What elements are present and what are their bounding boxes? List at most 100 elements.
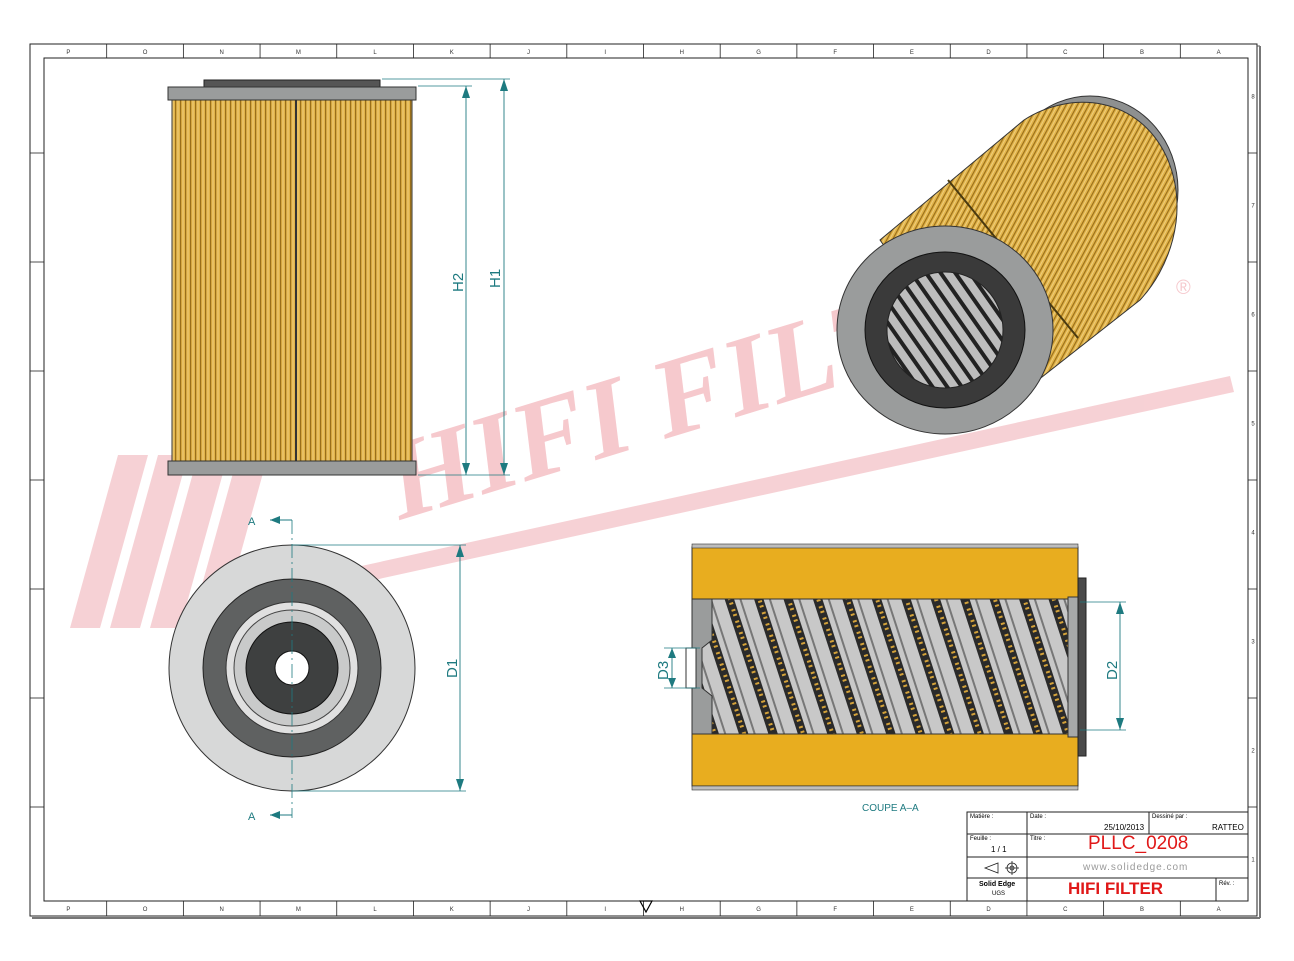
- watermark-registered-mark: ®: [1176, 277, 1191, 299]
- dimension-h1: H1: [487, 269, 504, 288]
- section-arrow-top: [270, 516, 280, 524]
- top-zone-letter: P: [66, 50, 70, 56]
- section-left-cap: [691, 598, 713, 735]
- section-bottom-band: [691, 733, 1079, 787]
- section-mesh-core: [699, 598, 1071, 735]
- top-zone-letter: A: [1217, 50, 1221, 56]
- date-value: 25/10/2013: [1104, 823, 1145, 832]
- revision-label: Rév. :: [1219, 881, 1235, 887]
- section-caption: COUPE A–A: [862, 803, 919, 814]
- sheet-label: Feuille :: [970, 836, 992, 842]
- top-zone-letter: F: [833, 50, 837, 56]
- dimension-d2: D2: [1104, 661, 1121, 680]
- h1-arrow-top: [500, 79, 508, 91]
- top-zone-letter: B: [1140, 50, 1144, 56]
- bottom-zone-letter: O: [143, 907, 148, 913]
- top-zone-letter: K: [450, 50, 454, 56]
- bottom-zone-letter: F: [833, 907, 837, 913]
- top-zone-letter: L: [373, 50, 377, 56]
- section-right-gasket: [1077, 577, 1087, 757]
- bottom-zone-letter: E: [910, 907, 914, 913]
- bottom-zone-letter: P: [66, 907, 70, 913]
- right-zone-number: 8: [1251, 95, 1255, 101]
- right-zone-number: 7: [1251, 204, 1255, 210]
- section-view: D2 D3 COUPE A–A: [655, 543, 1126, 814]
- drawn-by-label: Dessiné par :: [1152, 814, 1188, 820]
- section-marker-bottom: A: [248, 811, 256, 823]
- d2-arrow-top: [1116, 602, 1124, 614]
- section-top-band: [691, 546, 1079, 600]
- right-zone-number: 2: [1251, 749, 1255, 755]
- watermark-swoosh: [160, 376, 1234, 626]
- drawing-title: PLLC_0208: [1088, 833, 1189, 854]
- h2-arrow-bottom: [462, 463, 470, 475]
- top-zone-letter: H: [680, 50, 684, 56]
- sheet-value: 1 / 1: [991, 845, 1007, 854]
- pleated-media-side: [171, 99, 413, 462]
- bottom-zone-letter: N: [220, 907, 224, 913]
- end-view: A A D1: [168, 516, 466, 823]
- company-name: HIFI FILTER: [1068, 879, 1164, 898]
- section-marker-top: A: [248, 516, 256, 528]
- right-zone-number: 4: [1251, 531, 1255, 537]
- isometric-view: [836, 95, 1179, 435]
- dimension-h2: H2: [450, 273, 467, 292]
- section-bottom-cap-line: [691, 785, 1079, 791]
- bottom-zone-letter: I: [604, 907, 606, 913]
- section-top-cap-line: [691, 543, 1079, 549]
- right-zone-number: 5: [1251, 422, 1255, 428]
- bottom-zone-letter: G: [756, 907, 761, 913]
- bottom-zone-letter: L: [373, 907, 377, 913]
- section-arrow-bottom: [270, 811, 280, 819]
- watermark-stripe-2: [110, 455, 188, 628]
- top-zone-letter: O: [143, 50, 148, 56]
- title-label: Titre :: [1030, 836, 1046, 842]
- bottom-zone-letter: A: [1217, 907, 1221, 913]
- bottom-zone-letter: H: [680, 907, 684, 913]
- top-zone-letter: D: [986, 50, 991, 56]
- top-zone-letter: N: [220, 50, 224, 56]
- top-zone-letter: J: [527, 50, 530, 56]
- centering-mark-icon: [638, 900, 654, 914]
- top-zone-letter: E: [910, 50, 914, 56]
- title-block-frame: [966, 811, 1249, 902]
- watermark-stripe-3: [150, 455, 228, 628]
- bottom-zone-letter: B: [1140, 907, 1144, 913]
- bottom-zone-letter: J: [527, 907, 530, 913]
- d3-arrow-top: [668, 648, 676, 658]
- right-zone-number: 6: [1251, 313, 1255, 319]
- d1-arrow-top: [456, 545, 464, 557]
- bottom-zone-letter: C: [1063, 907, 1068, 913]
- projection-symbol-icon: [983, 861, 1019, 875]
- border-ticks: [30, 44, 1257, 916]
- top-zone-letter: I: [604, 50, 606, 56]
- bottom-zone-letter: K: [450, 907, 454, 913]
- d1-arrow-bottom: [456, 779, 464, 791]
- bottom-end-cap: [167, 460, 417, 476]
- h2-arrow-top: [462, 86, 470, 98]
- right-zone-number: 3: [1251, 640, 1255, 646]
- h1-arrow-bottom: [500, 463, 508, 475]
- top-end-cap: [167, 86, 417, 101]
- dimension-d3: D3: [655, 661, 672, 680]
- top-zone-letter: C: [1063, 50, 1068, 56]
- top-zone-letter: M: [296, 50, 301, 56]
- d3-arrow-bottom: [668, 678, 676, 688]
- software-vendor: UGS: [992, 891, 1006, 897]
- section-left-bore: [685, 647, 697, 689]
- d2-arrow-bottom: [1116, 718, 1124, 730]
- drawn-by-value: RATTEO: [1212, 823, 1244, 832]
- material-label: Matière :: [970, 814, 994, 820]
- bottom-zone-letter: M: [296, 907, 301, 913]
- iso-inner-core: [886, 271, 1004, 389]
- dimension-d1: D1: [444, 659, 461, 678]
- watermark-stripe-1: [70, 455, 148, 628]
- right-zone-number: 1: [1251, 858, 1255, 864]
- date-label: Date :: [1030, 814, 1047, 820]
- website-url: www.solidedge.com: [1083, 862, 1189, 873]
- bottom-zone-letter: D: [986, 907, 991, 913]
- front-view: H2 H1: [167, 78, 510, 476]
- software-name: Solid Edge: [979, 881, 1016, 888]
